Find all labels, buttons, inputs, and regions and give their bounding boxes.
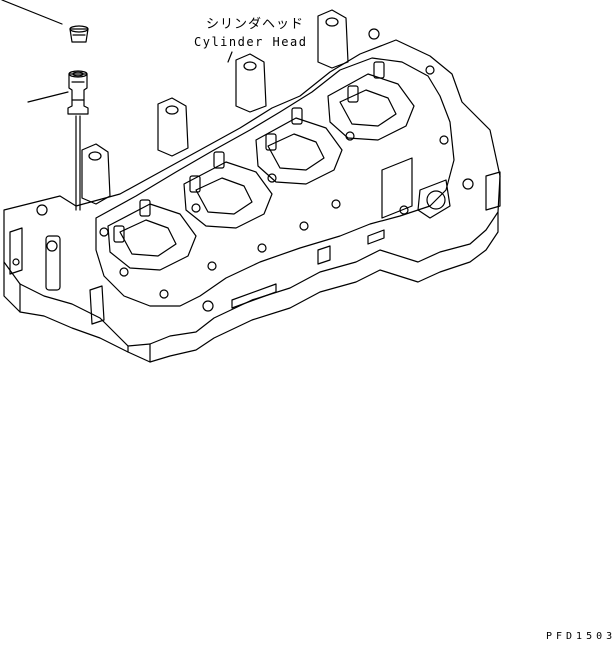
rocker-bosses [81,9,349,205]
valve-studs [113,61,385,243]
bolt-holes [36,28,474,312]
part-label-japanese: シリンダヘッド [206,17,305,32]
part-label-english: Cylinder Head [194,35,308,49]
gasket-outline [95,57,455,307]
sleeve-part [67,70,89,115]
valve-chambers [107,73,415,271]
plug-part [69,25,89,43]
head-callout-leader [227,51,233,63]
leader-lines [1,0,81,211]
side-details [9,157,501,325]
cylinder-head-body [3,39,501,363]
figure-code: PFD1503 [546,631,616,642]
